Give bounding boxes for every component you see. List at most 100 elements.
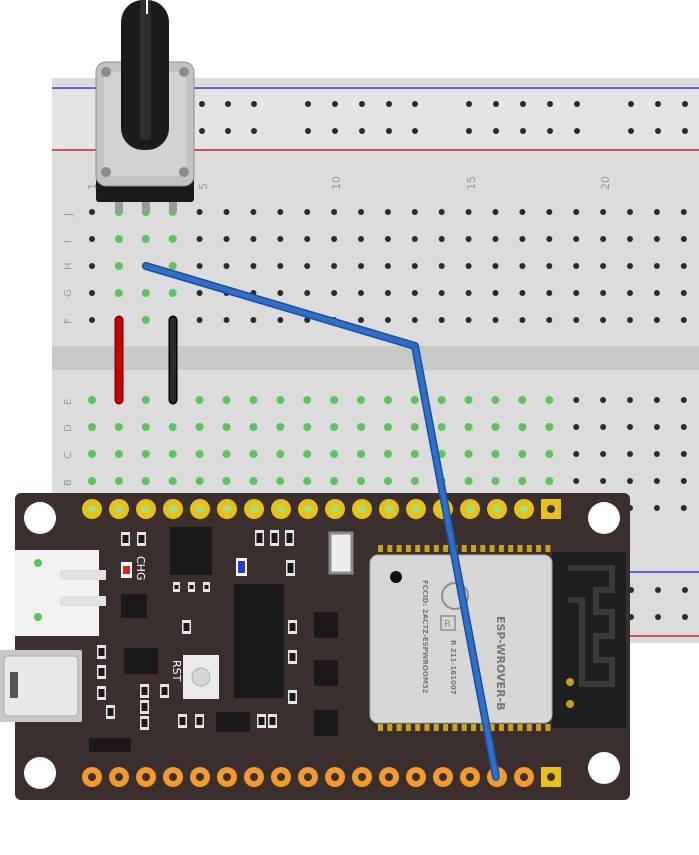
breadboard-hole[interactable] bbox=[411, 263, 418, 269]
breadboard-hole[interactable] bbox=[276, 396, 285, 404]
breadboard-hole[interactable] bbox=[627, 263, 633, 269]
breadboard-hole[interactable] bbox=[250, 317, 257, 323]
breadboard-hole[interactable] bbox=[357, 450, 365, 458]
breadboard-hole[interactable] bbox=[277, 209, 284, 215]
rail-hole[interactable] bbox=[682, 587, 688, 593]
breadboard-hole[interactable] bbox=[249, 450, 258, 458]
breadboard-hole[interactable] bbox=[250, 263, 257, 269]
breadboard-hole[interactable] bbox=[437, 423, 446, 431]
breadboard-hole[interactable] bbox=[114, 423, 123, 431]
breadboard-hole[interactable] bbox=[411, 209, 418, 215]
breadboard-hole[interactable] bbox=[357, 477, 365, 485]
rail-hole[interactable] bbox=[332, 101, 338, 107]
breadboard-hole[interactable] bbox=[411, 317, 418, 323]
breadboard-hole[interactable] bbox=[653, 505, 660, 511]
breadboard-hole[interactable] bbox=[680, 451, 687, 457]
breadboard-hole[interactable] bbox=[600, 209, 607, 215]
breadboard-hole[interactable] bbox=[519, 209, 526, 215]
header-pin[interactable] bbox=[217, 499, 237, 519]
header-pin[interactable] bbox=[136, 499, 156, 519]
breadboard-hole[interactable] bbox=[331, 263, 338, 269]
breadboard-hole[interactable] bbox=[141, 450, 150, 458]
breadboard-hole[interactable] bbox=[168, 262, 177, 270]
breadboard-hole[interactable] bbox=[384, 263, 391, 269]
blue-wire[interactable] bbox=[142, 262, 500, 781]
rail-hole[interactable] bbox=[305, 128, 311, 134]
breadboard-hole[interactable] bbox=[600, 317, 607, 323]
header-pin[interactable] bbox=[82, 499, 102, 519]
breadboard-hole[interactable] bbox=[168, 423, 177, 431]
breadboard-hole[interactable] bbox=[464, 396, 473, 404]
breadboard-hole[interactable] bbox=[304, 236, 311, 242]
header-pin[interactable] bbox=[406, 767, 426, 787]
breadboard-hole[interactable] bbox=[196, 290, 203, 296]
rail-hole[interactable] bbox=[199, 128, 205, 134]
breadboard-hole[interactable] bbox=[438, 236, 445, 242]
rail-hole[interactable] bbox=[682, 101, 688, 107]
breadboard-hole[interactable] bbox=[303, 396, 312, 404]
breadboard-hole[interactable] bbox=[88, 423, 96, 431]
breadboard-hole[interactable] bbox=[573, 263, 580, 269]
rail-hole[interactable] bbox=[332, 128, 338, 134]
breadboard-hole[interactable] bbox=[223, 236, 230, 242]
header-pin[interactable] bbox=[271, 499, 291, 519]
breadboard-hole[interactable] bbox=[89, 263, 95, 269]
breadboard-hole[interactable] bbox=[600, 290, 607, 296]
breadboard-hole[interactable] bbox=[518, 477, 527, 485]
breadboard-hole[interactable] bbox=[411, 290, 418, 296]
breadboard-hole[interactable] bbox=[573, 236, 580, 242]
breadboard-hole[interactable] bbox=[88, 396, 96, 404]
breadboard-hole[interactable] bbox=[330, 477, 339, 485]
rail-hole[interactable] bbox=[493, 101, 499, 107]
breadboard-hole[interactable] bbox=[331, 236, 338, 242]
rail-hole[interactable] bbox=[655, 128, 661, 134]
breadboard-hole[interactable] bbox=[304, 290, 311, 296]
breadboard-hole[interactable] bbox=[303, 450, 312, 458]
breadboard-hole[interactable] bbox=[410, 477, 419, 485]
breadboard-hole[interactable] bbox=[88, 450, 96, 458]
breadboard-hole[interactable] bbox=[331, 209, 338, 215]
breadboard-hole[interactable] bbox=[653, 317, 660, 323]
header-pin[interactable] bbox=[379, 499, 399, 519]
breadboard-hole[interactable] bbox=[627, 317, 633, 323]
rail-hole[interactable] bbox=[466, 101, 472, 107]
breadboard-hole[interactable] bbox=[600, 424, 607, 430]
header-pin[interactable] bbox=[514, 499, 534, 519]
header-pin[interactable] bbox=[460, 767, 480, 787]
breadboard-hole[interactable] bbox=[519, 236, 526, 242]
header-pin[interactable] bbox=[217, 767, 237, 787]
rail-hole[interactable] bbox=[547, 101, 553, 107]
breadboard-hole[interactable] bbox=[223, 209, 230, 215]
breadboard-hole[interactable] bbox=[653, 209, 660, 215]
breadboard-hole[interactable] bbox=[276, 477, 285, 485]
breadboard-hole[interactable] bbox=[88, 477, 96, 485]
breadboard-hole[interactable] bbox=[653, 236, 660, 242]
breadboard-hole[interactable] bbox=[464, 450, 473, 458]
breadboard-hole[interactable] bbox=[357, 423, 365, 431]
breadboard-hole[interactable] bbox=[680, 424, 687, 430]
breadboard-hole[interactable] bbox=[276, 450, 285, 458]
breadboard-hole[interactable] bbox=[492, 290, 499, 296]
breadboard-hole[interactable] bbox=[383, 423, 392, 431]
breadboard-hole[interactable] bbox=[195, 423, 204, 431]
breadboard-hole[interactable] bbox=[518, 396, 527, 404]
breadboard-hole[interactable] bbox=[573, 424, 580, 430]
breadboard-hole[interactable] bbox=[518, 423, 527, 431]
breadboard-hole[interactable] bbox=[114, 289, 123, 297]
breadboard-hole[interactable] bbox=[168, 289, 177, 297]
breadboard-hole[interactable] bbox=[358, 209, 364, 215]
breadboard-hole[interactable] bbox=[465, 209, 472, 215]
breadboard-hole[interactable] bbox=[545, 477, 554, 485]
breadboard-hole[interactable] bbox=[600, 451, 607, 457]
breadboard-hole[interactable] bbox=[545, 423, 554, 431]
header-pin[interactable] bbox=[325, 499, 345, 519]
breadboard-hole[interactable] bbox=[222, 423, 231, 431]
header-pin[interactable] bbox=[244, 767, 264, 787]
breadboard-hole[interactable] bbox=[384, 236, 391, 242]
breadboard-hole[interactable] bbox=[627, 236, 633, 242]
breadboard-hole[interactable] bbox=[114, 235, 123, 243]
breadboard-hole[interactable] bbox=[519, 317, 526, 323]
breadboard-hole[interactable] bbox=[89, 209, 95, 215]
breadboard-hole[interactable] bbox=[222, 396, 231, 404]
rail-hole[interactable] bbox=[466, 128, 472, 134]
